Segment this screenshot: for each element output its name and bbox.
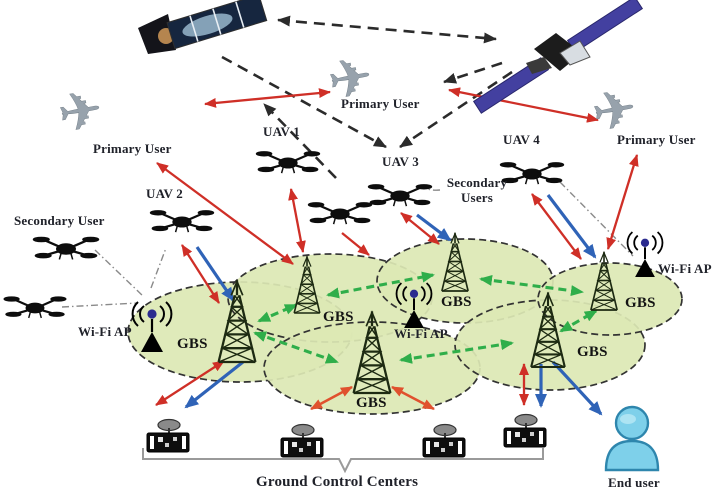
secondary-drone-icon — [307, 201, 373, 226]
link-gbs3-gcc3 — [391, 385, 435, 411]
label-secondary-user: Secondary User — [14, 213, 105, 228]
label-wifi-ap-left: Wi-Fi AP — [78, 324, 132, 339]
link-sat2-to-plane — [443, 61, 503, 84]
label-gbs-5: GBS — [577, 344, 608, 360]
link-plane1-gbs2 — [156, 162, 294, 265]
label-primary-user-right: Primary User — [617, 132, 696, 147]
label-secondary-users: Secondary Users — [446, 175, 508, 205]
link-sat2-to-uav3 — [399, 70, 513, 149]
label-gbs-1: GBS — [177, 336, 208, 352]
link-plane1-plane2 — [204, 88, 331, 108]
label-primary-user-left: Primary User — [93, 141, 172, 156]
label-wifi-ap-right: Wi-Fi AP — [658, 261, 712, 276]
uav1-drone-icon — [255, 150, 321, 175]
link-uav3-gbs4-blue — [416, 213, 452, 242]
link-uav2-gbs1-blue — [195, 246, 235, 302]
link-gbs1-gbs2 — [257, 303, 298, 323]
link-gbs3-gcc2 — [310, 385, 353, 411]
link-gbs3-gbs5 — [399, 339, 514, 364]
label-gbs-4: GBS — [441, 294, 472, 310]
label-uav3: UAV 3 — [382, 154, 420, 169]
uav3-drone-icon — [367, 183, 433, 208]
satellite-left-icon — [138, 0, 268, 54]
link-drone-to-wifi — [61, 302, 139, 308]
label-end-user: End user — [608, 475, 660, 490]
control-van-icon — [280, 423, 324, 458]
link-gbs5-gbs6 — [559, 309, 598, 333]
gcc-brace — [142, 448, 544, 474]
link-uav1-gbs2 — [288, 188, 306, 253]
label-wifi-ap-mid: Wi-Fi AP — [394, 326, 448, 341]
link-gbs4-gbs6 — [479, 274, 584, 297]
label-gbs-6: GBS — [625, 295, 656, 311]
label-uav4: UAV 4 — [503, 132, 541, 147]
link-uav4-gbs6 — [531, 193, 582, 260]
control-van-icon — [422, 423, 466, 458]
label-primary-user-center: Primary User — [341, 96, 420, 111]
link-plane2-plane3 — [448, 87, 599, 123]
link-uav4-gbs6-blue — [546, 194, 597, 259]
label-uav1: UAV 1 — [263, 124, 301, 139]
primary-user-aircraft: ✈ ✈ ✈ — [53, 46, 641, 146]
link-gbs1-gcc1-blue — [184, 360, 244, 409]
label-gbs-2: GBS — [323, 309, 354, 325]
link-secuser-to-wifi — [94, 249, 144, 297]
link-gbs2-gbs4 — [326, 271, 435, 299]
data-links — [184, 194, 603, 416]
airplane-icon: ✈ — [54, 79, 107, 146]
link-drone-mid-down — [341, 232, 370, 256]
link-uav3-gbs4 — [400, 212, 440, 245]
link-gbs5-enduser-blue — [551, 360, 603, 416]
control-van-icon — [146, 418, 190, 453]
link-wifi-to-uav2 — [150, 247, 167, 289]
link-uav2-gbs1 — [181, 244, 220, 304]
backhaul-links — [253, 271, 598, 364]
person-icon — [604, 405, 660, 472]
uav2-drone-icon — [149, 209, 215, 234]
label-ground-control-centers: Ground Control Centers — [256, 474, 419, 490]
secondary-drone-icon — [2, 295, 68, 319]
gcc-links — [310, 385, 435, 411]
link-gbs1-gcc1 — [155, 360, 225, 406]
link-sat-to-sat — [277, 15, 497, 44]
airplane-icon: ✈ — [588, 78, 641, 145]
secondary-drone-icon — [32, 236, 100, 261]
airplane-icon: ✈ — [324, 46, 377, 113]
control-van-icon — [503, 413, 547, 448]
link-plane3-gbs6 — [606, 154, 639, 250]
label-uav2: UAV 2 — [146, 186, 184, 201]
primary-links — [155, 87, 639, 406]
link-gbs1-gbs3 — [253, 331, 339, 364]
satellite-right-icon — [472, 0, 644, 114]
label-gbs-3: GBS — [356, 395, 387, 411]
